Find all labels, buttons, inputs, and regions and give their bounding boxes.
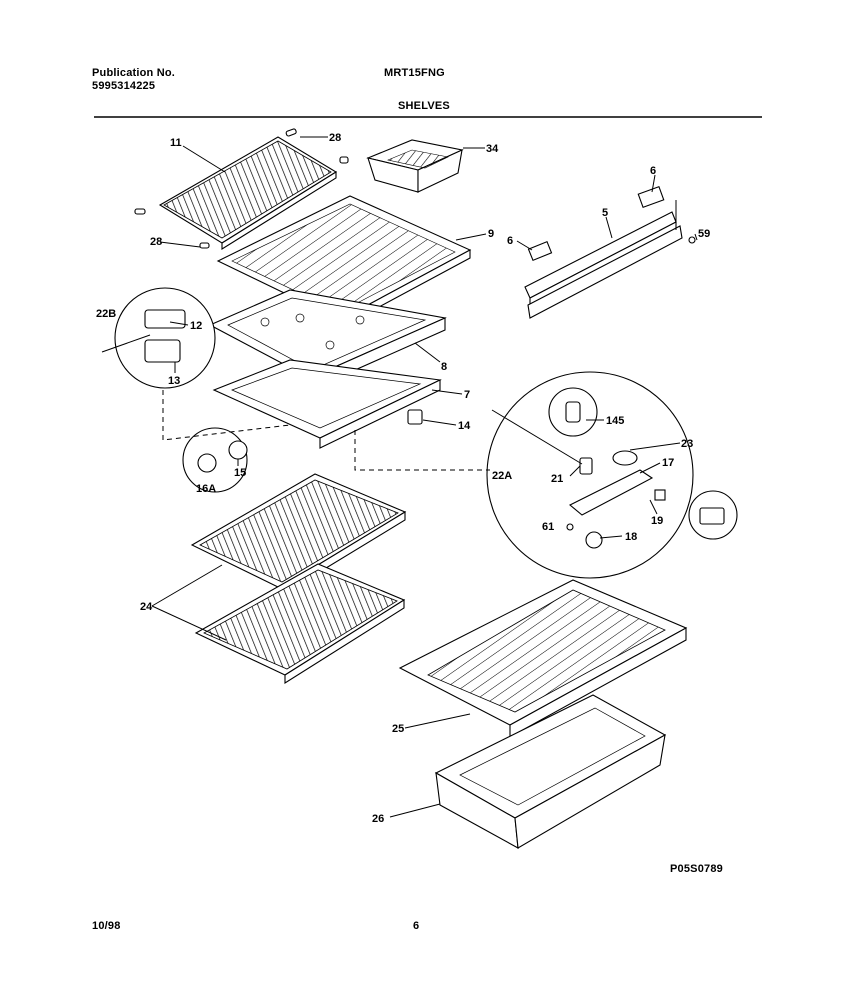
callout-15: 15 — [234, 467, 246, 479]
drawing-code: P05S0789 — [670, 863, 723, 875]
callout-17: 17 — [662, 457, 674, 469]
cover-shelf — [216, 195, 472, 329]
model-number: MRT15FNG — [384, 67, 445, 79]
callout-9: 9 — [488, 228, 494, 240]
refrigerator-wire-shelf-lower — [194, 563, 406, 684]
callout-12: 12 — [190, 320, 202, 332]
callout-25: 25 — [392, 723, 404, 735]
page-number: 6 — [413, 920, 420, 932]
inset-thermostat-control — [101, 287, 216, 389]
crisper-cover — [398, 579, 688, 738]
crisper-pan — [434, 694, 667, 849]
callout-6: 6 — [507, 235, 513, 247]
callout-5: 5 — [602, 207, 608, 219]
callout-13: 13 — [168, 375, 180, 387]
publication-label: Publication No. — [92, 67, 176, 79]
ice-bin — [366, 139, 464, 193]
lower-shelf-frame — [212, 359, 442, 449]
callout-28: 28 — [150, 236, 162, 248]
leader-lines — [151, 136, 698, 818]
callout-28: 28 — [329, 132, 341, 144]
callout-labels: 11 28 34 6 5 6 59 28 9 22B 12 13 8 7 14 … — [96, 132, 710, 825]
callout-26: 26 — [372, 813, 384, 825]
publication-number: 5995314225 — [92, 80, 156, 92]
callout-22b: 22B — [96, 308, 116, 320]
callout-18: 18 — [625, 531, 637, 543]
callout-24: 24 — [140, 601, 153, 613]
callout-145: 145 — [606, 415, 624, 427]
shelf-trim-assembly — [524, 185, 696, 319]
callout-14: 14 — [458, 420, 471, 432]
callout-11: 11 — [170, 137, 182, 149]
callout-61: 61 — [542, 521, 554, 533]
callout-34: 34 — [486, 143, 499, 155]
light-socket — [407, 409, 423, 425]
callout-23: 23 — [681, 438, 693, 450]
callout-22a: 22A — [492, 470, 512, 482]
section-title: SHELVES — [398, 100, 450, 112]
callout-8: 8 — [441, 361, 447, 373]
inset-knob — [182, 427, 248, 493]
callout-6: 6 — [650, 165, 656, 177]
callout-7: 7 — [464, 389, 470, 401]
shelf-support-clip — [134, 128, 349, 249]
freezer-wire-shelf — [158, 136, 338, 250]
inset-light-assembly — [486, 371, 694, 579]
callout-21: 21 — [551, 473, 563, 485]
inset-socket — [688, 490, 738, 540]
callout-19: 19 — [651, 515, 663, 527]
revision-date: 10/98 — [92, 920, 121, 932]
callout-59: 59 — [698, 228, 710, 240]
callout-16a: 16A — [196, 483, 216, 495]
